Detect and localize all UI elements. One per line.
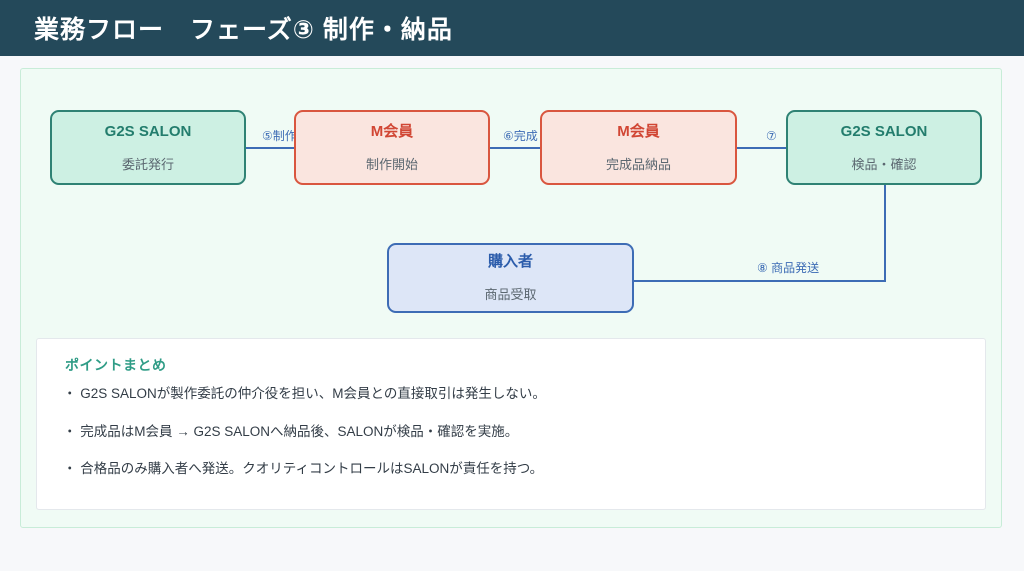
flow-node-subtitle: 委託発行 (121, 156, 174, 172)
flow-node-subtitle: 制作開始 (365, 156, 418, 172)
flow-node-subtitle: 商品受取 (484, 287, 537, 303)
connector-8-vertical (884, 185, 886, 282)
slide-header: 業務フロー フェーズ③ 制作・納品 (0, 0, 1024, 56)
summary-heading: ポイントまとめ (65, 357, 167, 373)
connector-5 (246, 147, 296, 149)
flow-node-salon-issue[interactable]: G2S SALON 委託発行 (50, 110, 246, 185)
flow-node-subtitle: 完成品納品 (605, 156, 671, 172)
connector-label-8: ⑧ 商品発送 (757, 261, 820, 275)
connector-label-6: ⑥完成 (503, 130, 538, 142)
connector-8-horizontal (634, 280, 886, 282)
summary-item: ・ 合格品のみ購入者へ発送。クオリティコントロールはSALONが責任を持つ。 (63, 461, 544, 477)
flow-node-title: G2S SALON (104, 122, 192, 140)
summary-card: ポイントまとめ ・ G2S SALONが製作委託の仲介役を担い、M会員との直接取… (36, 338, 986, 510)
flow-node-member-start[interactable]: M会員 制作開始 (294, 110, 490, 185)
flow-node-title: M会員 (370, 122, 414, 140)
flow-node-title: G2S SALON (840, 122, 928, 140)
summary-item: ・ G2S SALONが製作委託の仲介役を担い、M会員との直接取引は発生しない。 (63, 386, 546, 401)
flow-node-member-delivery[interactable]: M会員 完成品納品 (540, 110, 737, 185)
summary-item: ・ 完成品はM会員 → G2S SALONへ納品後、SALONが検品・確認を実施… (63, 423, 519, 439)
flow-node-salon-check[interactable]: G2S SALON 検品・確認 (786, 110, 982, 185)
flow-node-title: M会員 (617, 122, 660, 140)
connector-label-7: ⑦ (766, 130, 777, 142)
page-title: 業務フロー フェーズ③ 制作・納品 (34, 16, 453, 44)
flow-node-buyer[interactable]: 購入者 商品受取 (387, 243, 634, 313)
connector-label-5: ⑤制作 (262, 130, 297, 142)
summary-list: ・ G2S SALONが製作委託の仲介役を担い、M会員との直接取引は発生しない。… (63, 385, 963, 498)
connector-7 (737, 147, 788, 149)
flow-node-subtitle: 検品・確認 (851, 156, 917, 172)
connector-6 (490, 147, 542, 149)
flow-node-title: 購入者 (487, 253, 533, 271)
